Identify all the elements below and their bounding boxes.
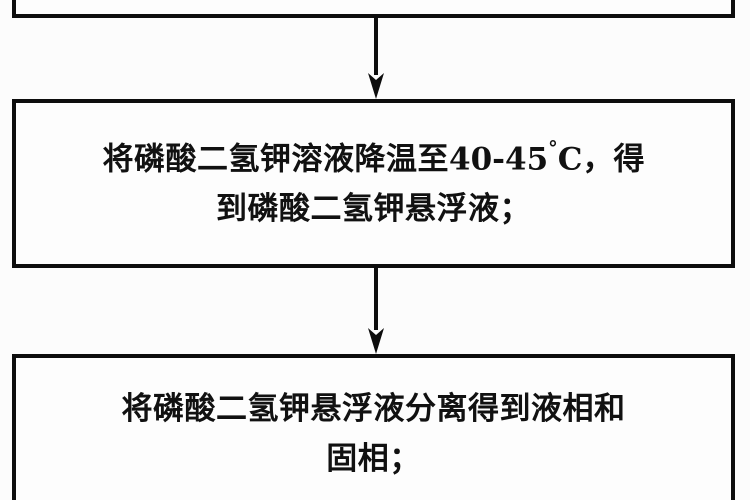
arrow-shaft — [374, 18, 378, 75]
step-2-line-1: 将磷酸二氢钾溶液降温至40-45°C，得 — [16, 133, 731, 185]
step-3-text: 将磷酸二氢钾悬浮液分离得到液相和 固相； — [16, 384, 731, 484]
step-2-temperature-range: 40-45 — [449, 140, 549, 177]
degree-symbol-icon: ° — [548, 136, 558, 160]
step-2-line-1-prefix: 将磷酸二氢钾溶液降温至 — [102, 140, 450, 177]
step-2-line-1-suffix: ，得 — [582, 140, 645, 177]
step-2-temperature-unit: C — [557, 140, 583, 177]
flowchart-node-step-3: 将磷酸二氢钾悬浮液分离得到液相和 固相； — [12, 354, 735, 500]
flowchart-node-step-2: 将磷酸二氢钾溶液降温至40-45°C，得 到磷酸二氢钾悬浮液； — [12, 99, 735, 268]
step-2-line-2: 到磷酸二氢钾悬浮液； — [216, 191, 531, 228]
step-3-line-2: 固相； — [326, 441, 421, 477]
flowchart-node-step-1 — [12, 0, 735, 18]
arrow-shaft — [374, 268, 378, 330]
flowchart-connector-arrow-2 — [368, 268, 384, 354]
flowchart-connector-arrow-1 — [368, 18, 384, 99]
step-2-text: 将磷酸二氢钾溶液降温至40-45°C，得 到磷酸二氢钾悬浮液； — [16, 133, 731, 235]
arrow-down-icon — [368, 73, 384, 99]
arrow-down-icon — [368, 328, 384, 354]
step-3-line-1: 将磷酸二氢钾悬浮液分离得到液相和 — [121, 390, 626, 427]
